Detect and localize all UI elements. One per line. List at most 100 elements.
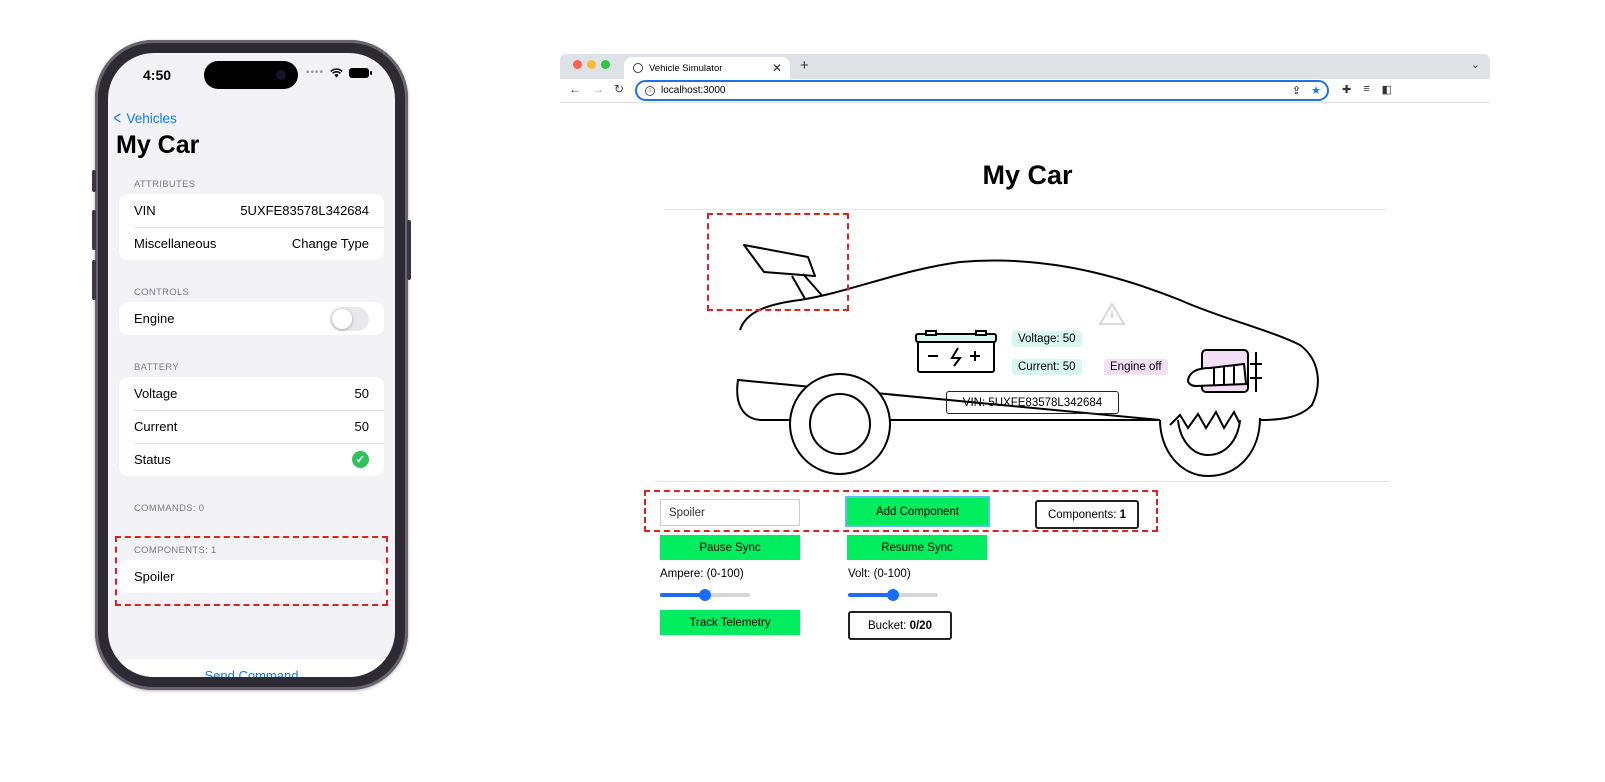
tab-title: Vehicle Simulator — [649, 62, 723, 74]
chevron-left-icon: < — [113, 108, 121, 128]
volt-slider-thumb[interactable] — [887, 589, 899, 601]
omnibox-actions: ⇪ ★ — [1292, 84, 1321, 97]
controls-header: CONTROLS — [134, 287, 190, 298]
camera-dot — [276, 70, 286, 80]
page-title: My Car — [116, 131, 200, 159]
reading-list-icon[interactable]: ≡ — [1363, 83, 1370, 95]
close-window-button[interactable] — [573, 60, 582, 69]
pause-sync-button[interactable]: Pause Sync — [660, 535, 800, 560]
add-component-button[interactable]: Add Component — [845, 496, 990, 527]
voltage-value: 50 — [354, 386, 369, 401]
ampere-label: Ampere: (0-100) — [660, 568, 744, 580]
volt-slider-fill — [848, 593, 893, 597]
volt-label: Volt: (0-100) — [848, 568, 911, 580]
battery-group: Voltage 50 Current 50 Status ✓ — [119, 377, 384, 476]
engine-row: Engine — [119, 302, 384, 335]
maximize-window-button[interactable] — [601, 60, 610, 69]
iphone-frame: 4:50 •••• < Vehicles My Car ATTRIBUTES V… — [92, 40, 411, 690]
back-label: Vehicles — [126, 110, 177, 126]
bucket-box: Bucket: 0/20 — [848, 611, 952, 640]
vin-badge: VIN: 5UXFE83578L342684 — [946, 391, 1119, 414]
components-group: Spoiler — [119, 560, 384, 593]
phone-screen: 4:50 •••• < Vehicles My Car ATTRIBUTES V… — [108, 53, 395, 677]
browser-window: Vehicle Simulator ✕ + ⌄ ← → ↻ i localhos… — [560, 54, 1490, 104]
tab-bar: Vehicle Simulator ✕ + ⌄ — [560, 54, 1490, 79]
car-divider — [655, 481, 1390, 482]
new-tab-icon[interactable]: + — [800, 57, 809, 74]
commands-header: COMMANDS: 0 — [134, 503, 205, 514]
voltage-row: Voltage 50 — [119, 377, 384, 410]
side-panel-icon[interactable]: ◧ — [1381, 84, 1393, 96]
attributes-group: VIN 5UXFE83578L342684 Miscellaneous Chan… — [119, 194, 384, 260]
volt-slider[interactable] — [848, 589, 938, 601]
engine-toggle[interactable] — [330, 306, 369, 331]
current-value: 50 — [354, 419, 369, 434]
bucket-value: 0/20 — [909, 619, 932, 632]
component-input[interactable] — [660, 499, 800, 526]
current-tag: Current: 50 — [1012, 359, 1082, 375]
engine-label: Engine — [134, 311, 175, 326]
puzzle-extension-icon[interactable]: ✚ — [1342, 84, 1352, 96]
chevron-down-icon[interactable]: ⌄ — [1470, 59, 1480, 71]
wifi-icon — [330, 67, 343, 77]
components-count-box: Components: 1 — [1035, 500, 1139, 529]
current-label: Current — [134, 419, 178, 434]
url-text: localhost:3000 — [661, 85, 726, 96]
phone-power-button — [407, 220, 411, 280]
title-divider — [664, 209, 1386, 210]
engine-status-tag: Engine off — [1104, 359, 1168, 375]
battery-header: BATTERY — [134, 362, 180, 373]
misc-row[interactable]: Miscellaneous Change Type — [119, 227, 384, 260]
component-item-spoiler[interactable]: Spoiler — [119, 560, 384, 593]
car-illustration — [736, 244, 1319, 478]
battery-icon — [915, 330, 997, 373]
phone-volume-down — [92, 260, 96, 300]
vin-row: VIN 5UXFE83578L342684 — [119, 194, 384, 227]
voltage-tag: Voltage: 50 — [1012, 331, 1082, 347]
component-controls-highlight — [644, 490, 1158, 532]
phone-side-button — [92, 170, 96, 192]
reload-icon[interactable]: ↻ — [614, 82, 625, 96]
toggle-knob — [332, 308, 352, 329]
attributes-header: ATTRIBUTES — [134, 179, 196, 190]
track-telemetry-button[interactable]: Track Telemetry — [660, 610, 800, 635]
ampere-slider-fill — [660, 593, 705, 597]
components-header: COMPONENTS: 1 — [134, 545, 217, 556]
back-button[interactable]: < Vehicles — [112, 109, 177, 127]
active-tab[interactable]: Vehicle Simulator ✕ — [624, 57, 790, 79]
dynamic-island — [204, 61, 298, 89]
resume-sync-button[interactable]: Resume Sync — [847, 535, 987, 560]
share-icon[interactable]: ⇪ — [1291, 85, 1302, 97]
current-row: Current 50 — [119, 410, 384, 443]
components-count-label: Components: — [1047, 508, 1117, 521]
browser-toolbar: ← → ↻ i localhost:3000 ⇪ ★ ✚ ≡ ◧ — [560, 79, 1490, 103]
ampere-slider-thumb[interactable] — [699, 589, 711, 601]
address-bar[interactable]: i localhost:3000 ⇪ ★ — [635, 80, 1329, 101]
vin-label: VIN — [134, 203, 156, 218]
phone-components-highlight — [115, 536, 388, 606]
back-arrow-icon[interactable]: ← — [569, 82, 581, 96]
close-tab-icon[interactable]: ✕ — [771, 61, 782, 75]
misc-label: Miscellaneous — [134, 236, 217, 251]
globe-icon — [633, 63, 643, 73]
status-label: Status — [134, 452, 171, 467]
forward-arrow-icon[interactable]: → — [592, 82, 604, 96]
info-icon[interactable]: i — [645, 85, 655, 96]
rear-wheel — [1159, 417, 1261, 478]
bucket-label: Bucket: — [868, 619, 907, 632]
change-type-link[interactable]: Change Type — [291, 236, 369, 251]
phone-volume-up — [92, 210, 96, 250]
ampere-slider[interactable] — [660, 589, 750, 601]
vin-value: 5UXFE83578L342684 — [240, 203, 369, 218]
checkmark-circle-icon: ✓ — [352, 451, 369, 468]
controls-group: Engine — [119, 302, 384, 335]
bookmark-star-icon[interactable]: ★ — [1311, 85, 1321, 97]
warning-triangle-icon — [1098, 302, 1126, 325]
status-row: Status ✓ — [119, 443, 384, 476]
spoiler-highlight — [707, 213, 849, 311]
components-count-value: 1 — [1119, 508, 1126, 521]
web-page-title: My Car — [982, 160, 1073, 190]
send-command-button[interactable]: Send Command — [119, 659, 384, 677]
component-label: Spoiler — [134, 569, 175, 584]
minimize-window-button[interactable] — [587, 60, 596, 69]
